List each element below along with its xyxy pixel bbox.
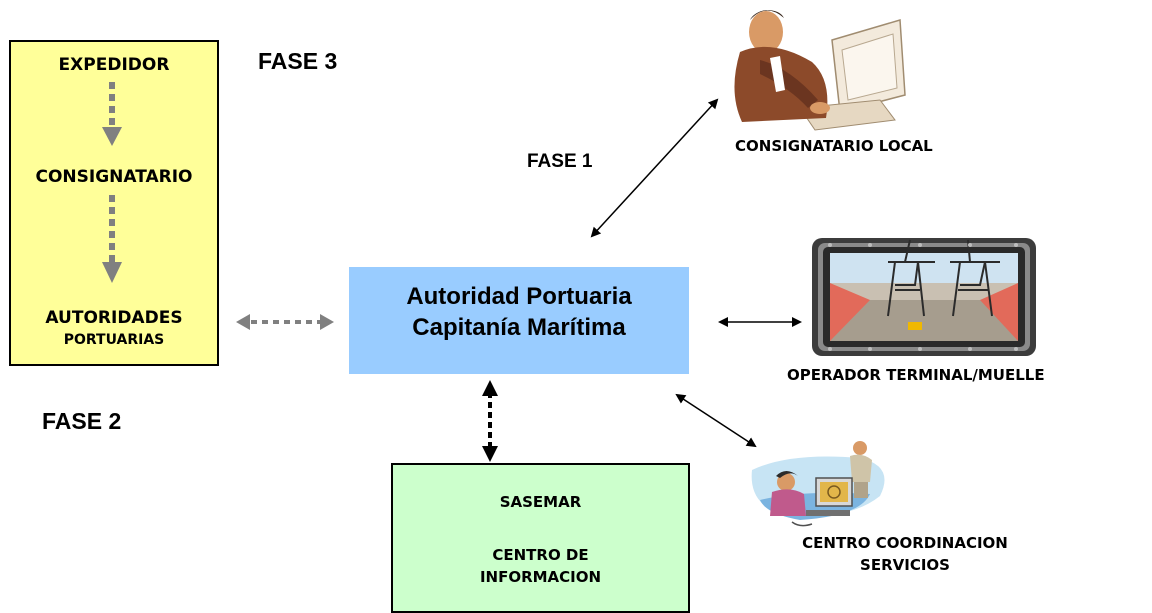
sasemar-line2: CENTRO DE	[492, 546, 589, 564]
operador-terminal-label: OPERADOR TERMINAL/MUELLE	[787, 366, 1045, 384]
central-line2: Capitanía Marítima	[412, 314, 626, 341]
central-to-sasemar-arrow	[482, 380, 498, 462]
consignatario-local-label: CONSIGNATARIO LOCAL	[735, 137, 933, 155]
fase1-label: FASE 1	[527, 151, 593, 172]
portuarias-label: PORTUARIAS	[63, 332, 165, 348]
servicios-label: SERVICIOS	[860, 556, 950, 574]
sasemar-line3: INFORMACION	[479, 568, 602, 586]
consignatario-label: CONSIGNATARIO	[35, 167, 193, 187]
consignatario-to-autoridades-arrow	[102, 195, 122, 283]
expedidor-label: EXPEDIDOR	[58, 55, 170, 75]
port-cranes-picture-icon	[812, 238, 1036, 356]
sasemar-box: SASEMAR CENTRO DE INFORMACION	[391, 463, 690, 613]
expedidor-to-consignatario-arrow	[102, 82, 122, 146]
central-line1: Autoridad Portuaria	[406, 283, 632, 310]
phase-box-to-central-arrow	[236, 314, 334, 330]
fase2-label: FASE 2	[42, 408, 122, 434]
fase3-label: FASE 3	[258, 48, 338, 74]
central-authority-box: Autoridad Portuaria Capitanía Marítima	[349, 267, 689, 374]
sasemar-line1: SASEMAR	[499, 493, 582, 511]
autoridades-label: AUTORIDADES	[45, 308, 183, 328]
central-to-centro-coordinacion-arrow	[675, 393, 757, 448]
centro-coordinacion-label: CENTRO COORDINACION	[802, 534, 1008, 552]
businessman-computer-icon	[734, 10, 906, 131]
people-computer-icon	[751, 441, 885, 527]
central-to-consignatario-local-arrow	[590, 98, 719, 238]
